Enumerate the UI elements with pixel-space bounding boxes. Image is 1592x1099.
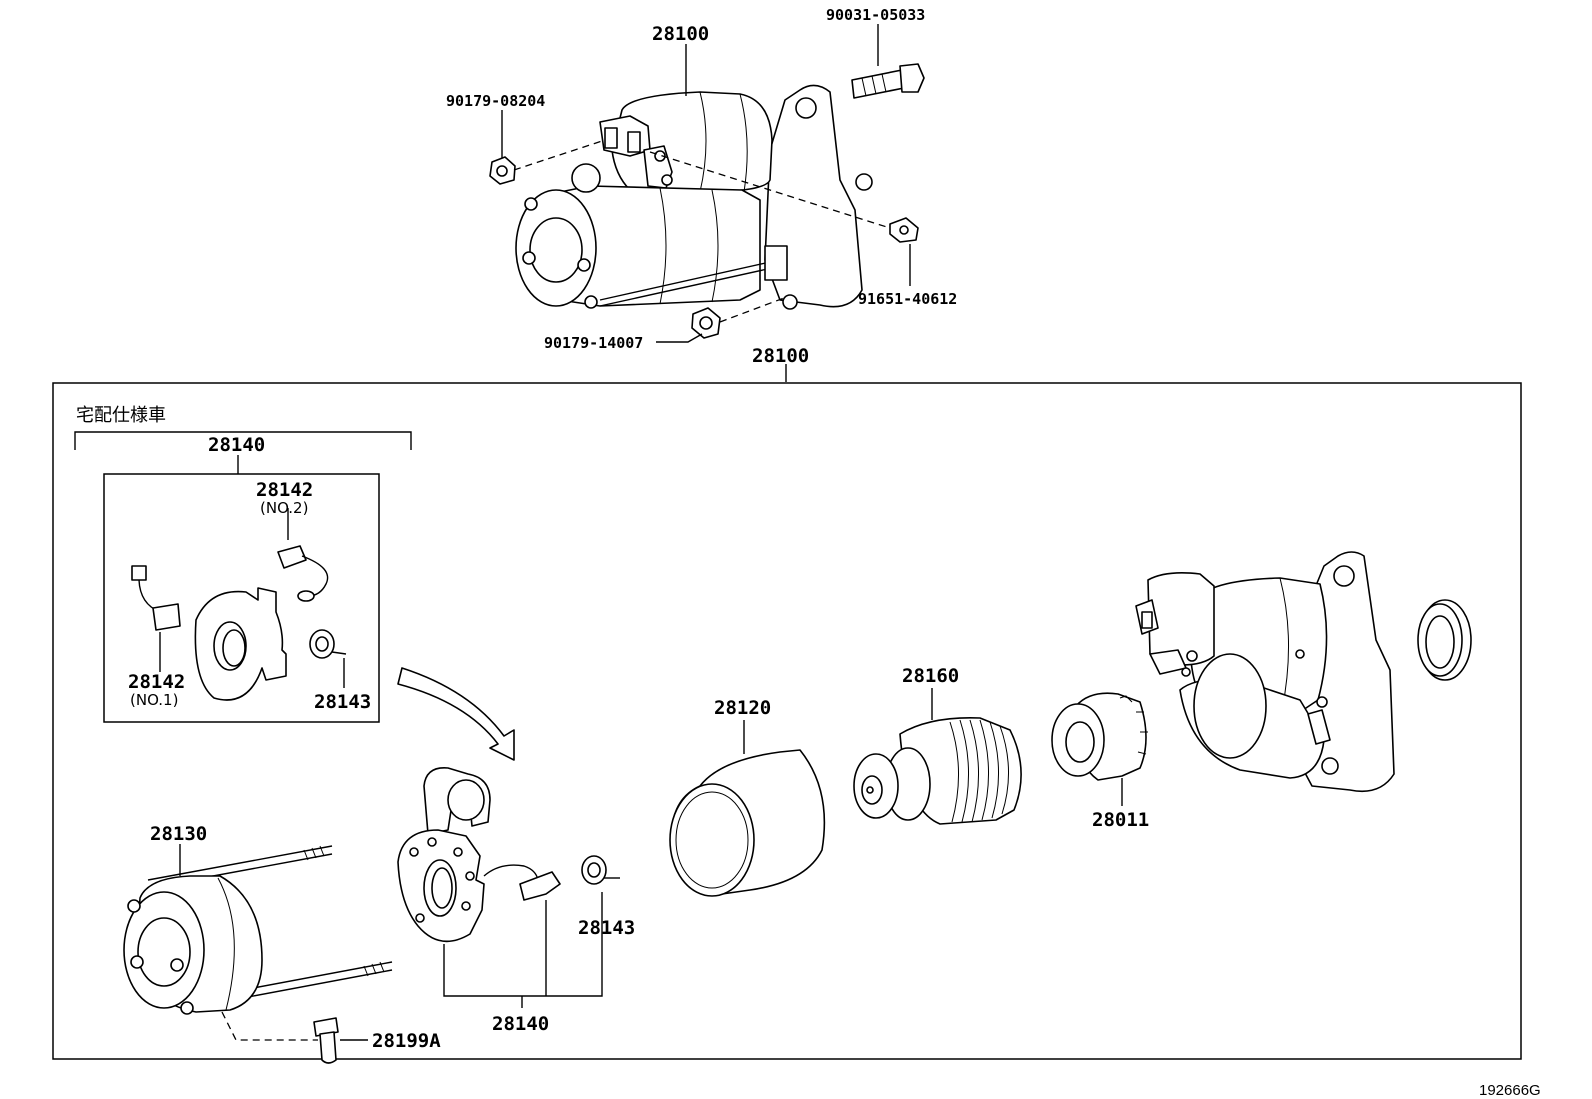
field-frame-28120[interactable] bbox=[669, 749, 826, 897]
drive-gear-28160[interactable] bbox=[853, 717, 1022, 825]
brush-no1[interactable] bbox=[131, 565, 181, 631]
label-pinion: 28011 bbox=[1092, 809, 1149, 831]
seal-ring[interactable] bbox=[1417, 599, 1472, 681]
bolt-90031-05033[interactable] bbox=[851, 63, 925, 99]
pinion-28011[interactable] bbox=[1051, 692, 1148, 781]
assembly-line bbox=[221, 1011, 318, 1041]
nut-90179-14007[interactable] bbox=[691, 307, 721, 339]
assembled-starter[interactable] bbox=[515, 84, 873, 310]
label-bolt-91651-40612: 91651-40612 bbox=[858, 290, 957, 308]
leader-line bbox=[656, 333, 703, 343]
label-assembly-part-no: 28100 bbox=[652, 23, 709, 45]
drive-housing-with-solenoid[interactable] bbox=[1135, 551, 1395, 793]
label-nut-90179-08204: 90179-08204 bbox=[446, 92, 545, 110]
label-drive-gear: 28160 bbox=[902, 665, 959, 687]
label-pin: 28199A bbox=[372, 1030, 441, 1052]
label-brush-no2: 28142 bbox=[256, 479, 313, 501]
spring-28143[interactable] bbox=[581, 855, 620, 885]
nut-90179-08204[interactable] bbox=[489, 156, 516, 185]
variant-label: 宅配仕様車 bbox=[76, 405, 166, 426]
label-kit-spring: 28143 bbox=[314, 691, 371, 713]
label-brush-no1-note: (NO.1) bbox=[130, 691, 178, 709]
label-exploded-group: 28100 bbox=[752, 345, 809, 367]
label-spring: 28143 bbox=[578, 917, 635, 939]
brush-holder-28140[interactable] bbox=[397, 767, 561, 943]
label-brush-no2-note: (NO.2) bbox=[260, 499, 308, 517]
spring-28143-kit[interactable] bbox=[309, 629, 347, 659]
assembly-line bbox=[513, 139, 606, 171]
variant-kit-box bbox=[103, 473, 380, 723]
label-motor-yoke: 28130 bbox=[150, 823, 207, 845]
pin-28199A[interactable] bbox=[313, 1017, 339, 1064]
label-bolt-90031-05033: 90031-05033 bbox=[826, 6, 925, 24]
group-bracket bbox=[443, 892, 603, 997]
assembly-line bbox=[719, 297, 785, 323]
label-brush-no1: 28142 bbox=[128, 671, 185, 693]
label-brush-holder: 28140 bbox=[492, 1013, 549, 1035]
motor-yoke-28130[interactable] bbox=[123, 845, 393, 1015]
variant-bracket bbox=[74, 431, 412, 450]
label-variant-kit: 28140 bbox=[208, 434, 265, 456]
exploded-view-frame bbox=[52, 382, 1522, 1060]
assembly-line bbox=[649, 151, 891, 229]
brush-holder-plate[interactable] bbox=[194, 587, 287, 701]
replacement-arrow bbox=[397, 667, 515, 761]
label-nut-90179-14007: 90179-14007 bbox=[544, 334, 643, 352]
brush-no2[interactable] bbox=[277, 545, 329, 602]
bolt-91651-40612[interactable] bbox=[889, 217, 919, 243]
label-field-frame: 28120 bbox=[714, 697, 771, 719]
diagram-id: 192666G bbox=[1479, 1082, 1541, 1099]
